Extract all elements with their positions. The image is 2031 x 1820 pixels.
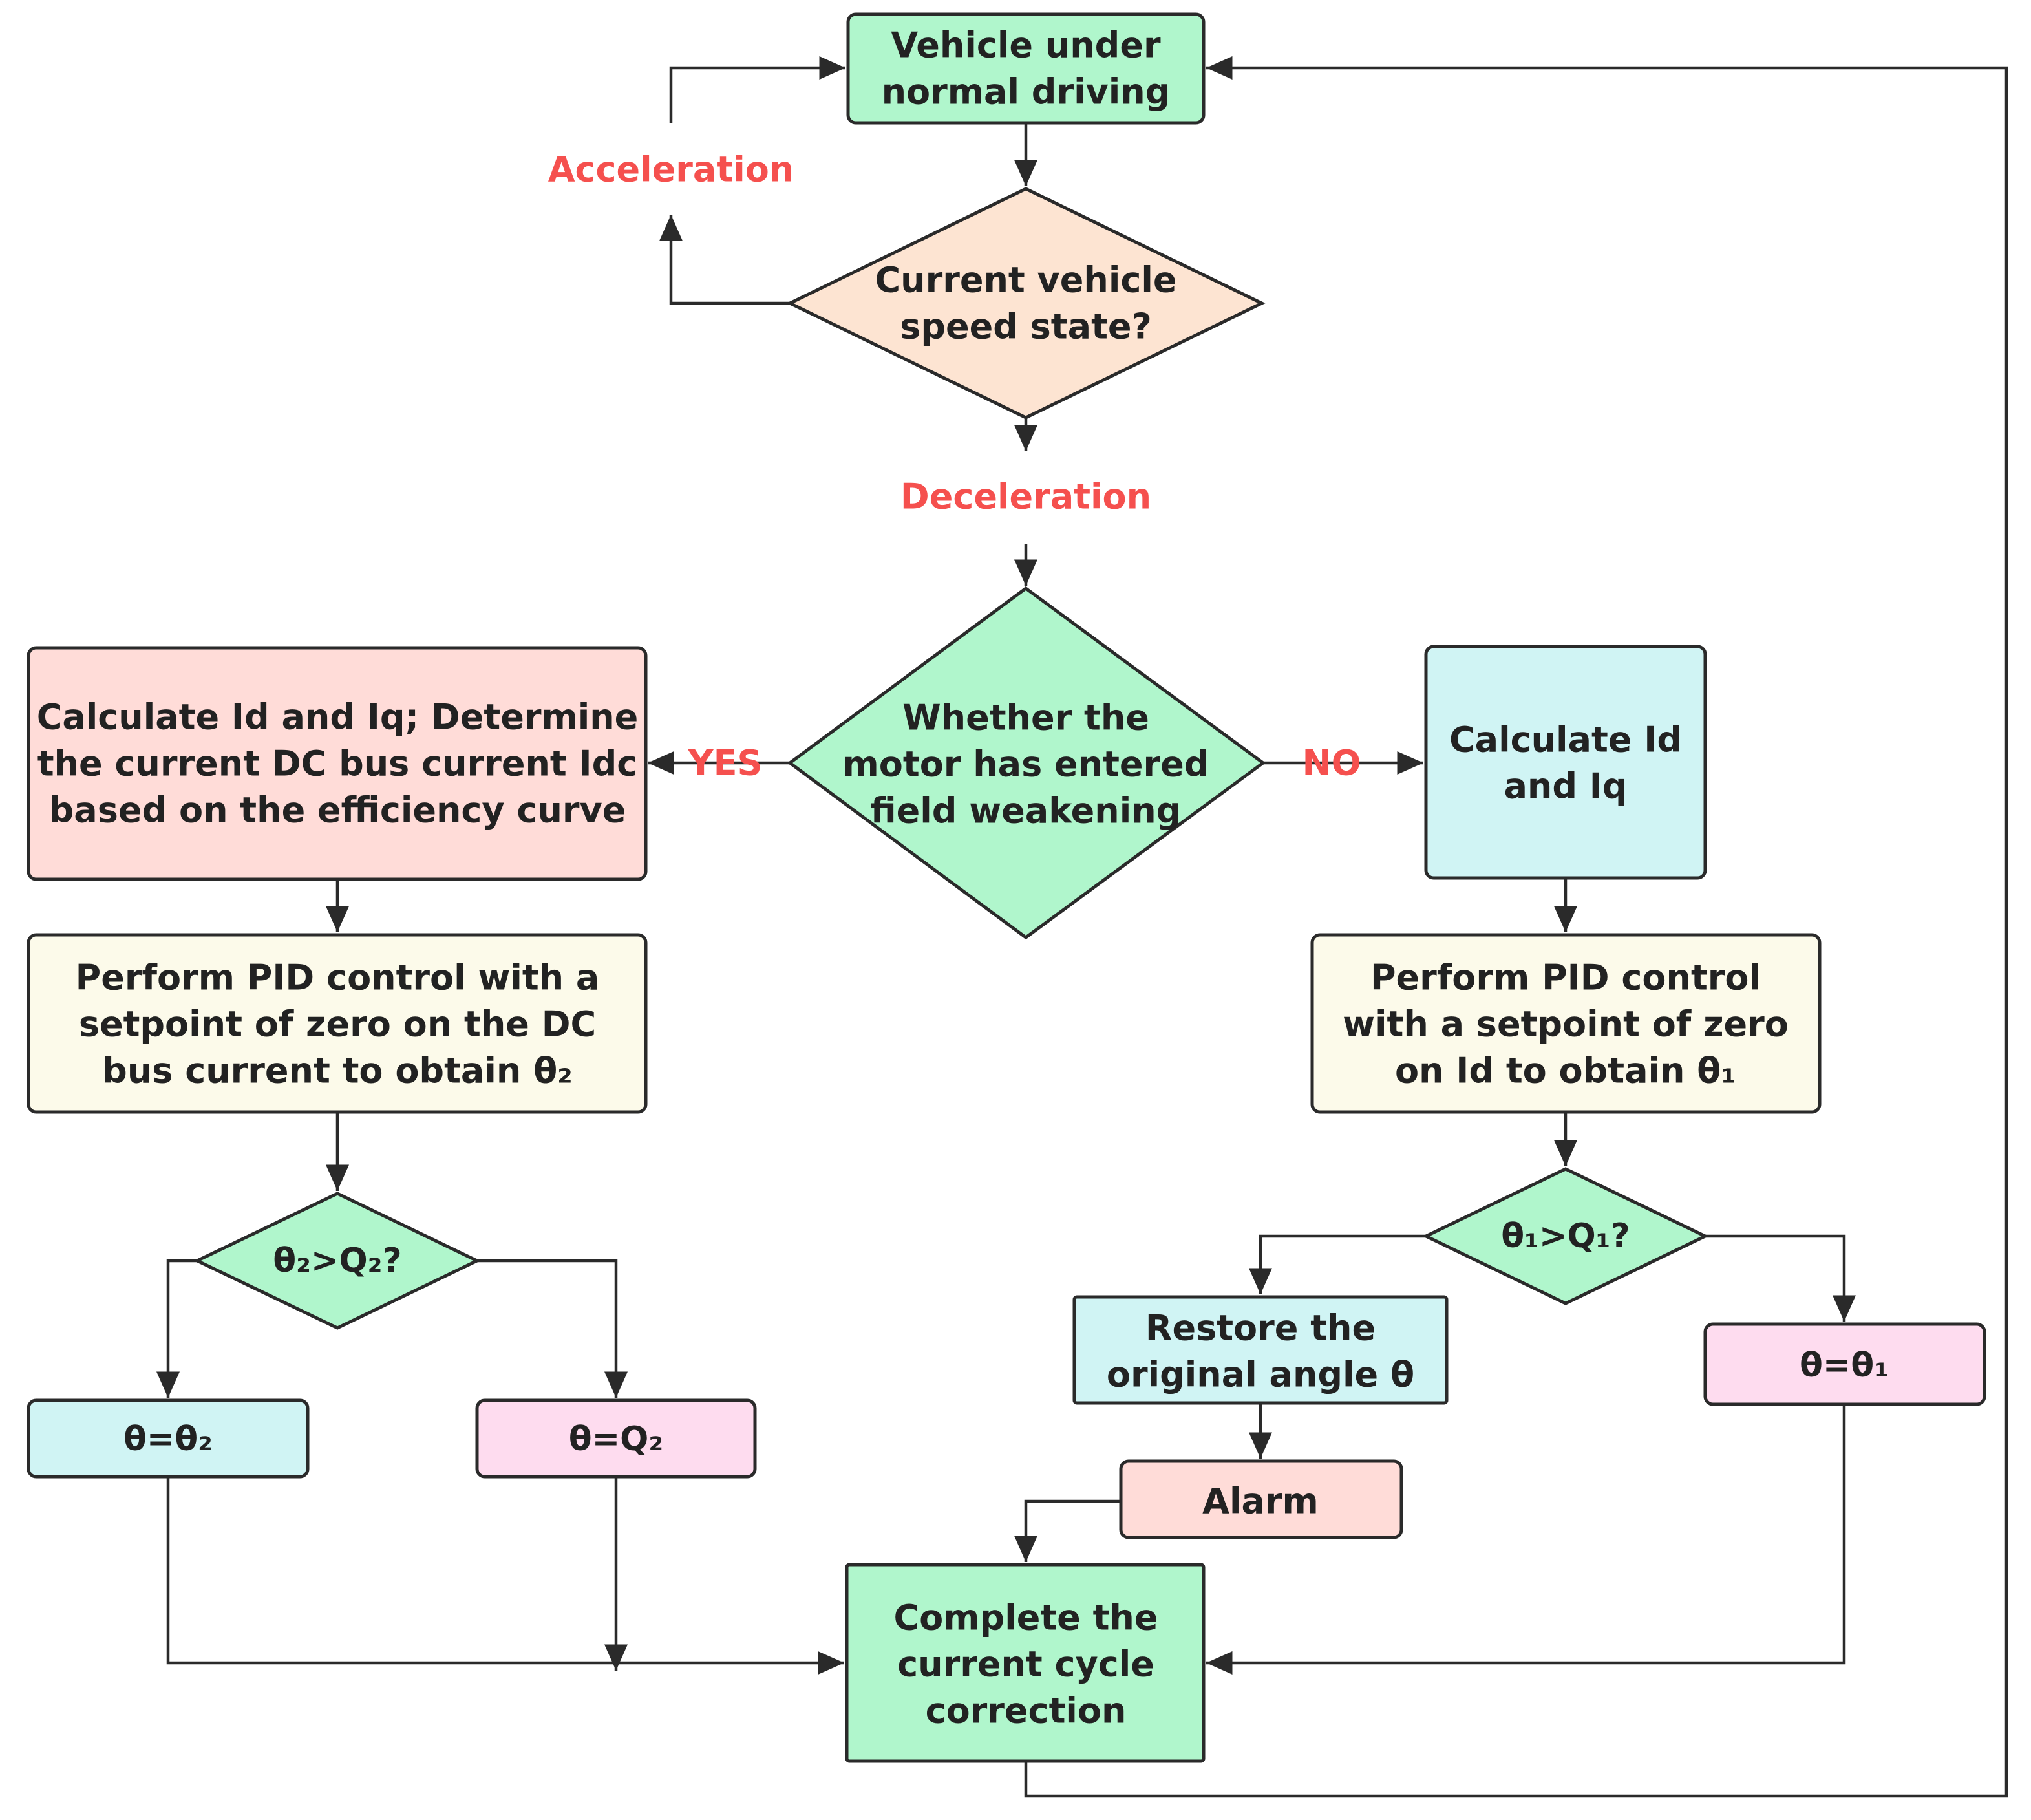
- restore-box: [1072, 1295, 1449, 1405]
- field-weakening-label: Whether the motor has entered field weaken…: [843, 698, 1209, 831]
- edge-cmp-right-to-restore: [1249, 1234, 1426, 1294]
- pid-left-label: Perform PID control with a setpoint of ze…: [76, 958, 600, 1091]
- label-line: θ=Q₂: [569, 1420, 663, 1459]
- alarm-label: Alarm: [1202, 1481, 1319, 1522]
- acceleration-label-bg: [549, 145, 792, 191]
- cmp-right-diamond: [1422, 1167, 1709, 1305]
- cmp-right-label: θ₁>Q₁?: [1501, 1217, 1630, 1256]
- edge-acceleration-to-start: [669, 56, 845, 123]
- edges: [156, 56, 2008, 1798]
- label-line: with a setpoint of zero: [1343, 1004, 1789, 1045]
- label-line: correction: [926, 1691, 1127, 1731]
- label-line: current cycle: [897, 1644, 1154, 1685]
- restore-label: Restore the original angle θ: [1107, 1308, 1414, 1395]
- edge-labels: Acceleration Deceleration YES NO: [548, 145, 1361, 784]
- yes-label: YES: [688, 743, 763, 784]
- cmp-left-diamond: [193, 1192, 481, 1330]
- label-line: Whether the: [902, 698, 1149, 738]
- label-line: Vehicle under: [891, 25, 1161, 66]
- label-line: Alarm: [1202, 1481, 1319, 1522]
- label-line: Perform PID control with a: [76, 958, 600, 998]
- edge-complete-loop-to-start: [1024, 56, 2008, 1798]
- edge-cmp-left-to-theta-eq-theta2: [156, 1259, 197, 1398]
- edge-cmp-left-to-theta-eq-q2: [477, 1259, 628, 1398]
- label-line: bus current to obtain θ₂: [102, 1051, 573, 1091]
- label-line: Current vehicle: [875, 260, 1177, 301]
- label-line: motor has entered: [843, 744, 1209, 785]
- label-line: original angle θ: [1107, 1354, 1414, 1395]
- label-line: on Id to obtain θ₁: [1395, 1051, 1736, 1091]
- label-line: θ₂>Q₂?: [273, 1241, 401, 1280]
- theta-eq-theta2-label: θ=θ₂: [123, 1420, 213, 1459]
- deceleration-label-bg: [902, 474, 1150, 519]
- label-line: speed state?: [900, 306, 1152, 347]
- label-line: and Iq: [1504, 766, 1627, 807]
- label-line: based on the efficiency curve: [49, 790, 626, 831]
- theta-eq-theta1-box: [1703, 1322, 1986, 1406]
- label-line: θ=θ₂: [123, 1420, 213, 1459]
- label-line: θ=θ₁: [1800, 1346, 1889, 1385]
- label-line: Perform PID control: [1370, 958, 1761, 998]
- edge-theta-eq-theta1-to-complete: [1206, 1404, 1846, 1675]
- alarm-box: [1119, 1459, 1403, 1539]
- speed-state-diamond: [786, 187, 1266, 420]
- label-line: Restore the: [1145, 1308, 1376, 1349]
- complete-label: Complete the current cycle correction: [894, 1598, 1158, 1731]
- label-line: Calculate Id and Iq; Determine: [37, 697, 639, 738]
- cmp-left-label: θ₂>Q₂?: [273, 1241, 401, 1280]
- calc-no-label: Calculate Id and Iq: [1449, 720, 1682, 807]
- theta-eq-q2-box: [475, 1398, 757, 1479]
- calc-yes-label: Calculate Id and Iq; Determine the curren…: [37, 697, 639, 831]
- theta-eq-theta2-box: [27, 1398, 310, 1479]
- start-box: [846, 12, 1206, 125]
- edge-theta-eq-theta2-to-complete: [166, 1477, 844, 1675]
- complete-box: [845, 1563, 1206, 1763]
- calc-no-box: [1424, 645, 1707, 880]
- calc-yes-box: [27, 646, 648, 881]
- field-weakening-diamond: [787, 586, 1266, 940]
- label-line: Calculate Id: [1449, 720, 1682, 760]
- pid-left-box: [27, 933, 648, 1114]
- edge-speed-state-to-acceleration: [659, 215, 792, 305]
- acceleration-label: Acceleration: [548, 149, 794, 190]
- speed-state-label: Current vehicle speed state?: [875, 260, 1177, 347]
- nodes: Vehicle under normal driving Current vehi…: [27, 12, 1986, 1763]
- edge-alarm-to-complete: [1014, 1499, 1120, 1562]
- label-line: normal driving: [882, 72, 1171, 112]
- no-label: NO: [1302, 743, 1361, 784]
- pid-right-box: [1310, 933, 1822, 1114]
- edge-cmp-right-to-theta-eq-theta1: [1705, 1234, 1856, 1322]
- theta-eq-theta1-label: θ=θ₁: [1800, 1346, 1889, 1385]
- pid-right-label: Perform PID control with a setpoint of ze…: [1343, 958, 1789, 1091]
- start-label: Vehicle under normal driving: [882, 25, 1171, 112]
- theta-eq-q2-label: θ=Q₂: [569, 1420, 663, 1459]
- label-line: setpoint of zero on the DC: [79, 1004, 596, 1045]
- label-line: the current DC bus current Idc: [37, 744, 638, 784]
- deceleration-label: Deceleration: [900, 476, 1151, 517]
- label-line: Complete the: [894, 1598, 1158, 1638]
- label-line: field weakening: [871, 791, 1182, 831]
- label-line: θ₁>Q₁?: [1501, 1217, 1630, 1256]
